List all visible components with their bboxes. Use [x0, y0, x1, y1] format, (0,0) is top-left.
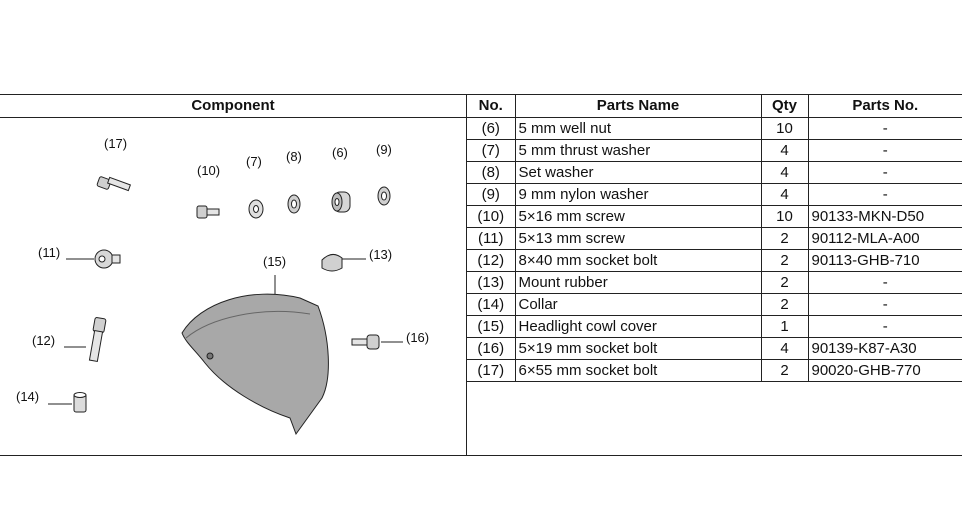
header-parts-name: Parts Name — [514, 95, 762, 118]
row-parts-no: 90133-MKN-D50 — [807, 205, 962, 228]
callout-16: (16) — [406, 330, 430, 345]
callout-13: (13) — [369, 247, 393, 262]
table-header-row: No. Parts Name Qty Parts No. — [467, 95, 962, 118]
row-qty: 4 — [760, 161, 809, 184]
row-parts-name: Headlight cowl cover — [514, 315, 762, 338]
parts-table: No. Parts Name Qty Parts No. (6)5 mm wel… — [467, 95, 962, 454]
callout-12: (12) — [32, 333, 56, 348]
part-15-cowl-cover-drawing — [181, 275, 329, 436]
row-parts-name: 5 mm thrust washer — [514, 139, 762, 162]
part-10-screw-drawing — [196, 205, 220, 219]
row-no: (10) — [467, 205, 516, 228]
header-qty: Qty — [760, 95, 809, 118]
row-qty: 2 — [760, 293, 809, 316]
row-no: (13) — [467, 271, 516, 294]
row-parts-name: Collar — [514, 293, 762, 316]
part-11-screw-drawing — [66, 249, 121, 269]
row-qty: 4 — [760, 183, 809, 206]
row-no: (15) — [467, 315, 516, 338]
row-qty: 1 — [760, 315, 809, 338]
row-qty: 2 — [760, 227, 809, 250]
row-parts-no: 90020-GHB-770 — [807, 359, 962, 382]
part-9-washer-drawing — [377, 186, 391, 206]
parts-diagram — [48, 176, 403, 436]
header-parts-no: Parts No. — [807, 95, 962, 118]
row-parts-no: 90113-GHB-710 — [807, 249, 962, 272]
row-parts-name: 9 mm nylon washer — [514, 183, 762, 206]
row-parts-name: 5 mm well nut — [514, 117, 762, 140]
row-no: (12) — [467, 249, 516, 272]
row-parts-name: 5×16 mm screw — [514, 205, 762, 228]
row-no: (14) — [467, 293, 516, 316]
row-parts-no: - — [807, 315, 962, 338]
row-parts-name: 8×40 mm socket bolt — [514, 249, 762, 272]
row-no: (6) — [467, 117, 516, 140]
row-qty: 2 — [760, 271, 809, 294]
row-parts-no: - — [807, 161, 962, 184]
row-no: (8) — [467, 161, 516, 184]
row-qty: 10 — [760, 205, 809, 228]
row-parts-name: 5×13 mm screw — [514, 227, 762, 250]
row-parts-no: 90112-MLA-A00 — [807, 227, 962, 250]
callout-10: (10) — [197, 163, 221, 178]
table-empty-area — [467, 381, 962, 454]
part-17-bolt-drawing — [96, 176, 132, 192]
row-qty: 4 — [760, 337, 809, 360]
header-no: No. — [467, 95, 516, 118]
part-8-washer-drawing — [287, 194, 301, 214]
row-parts-no: - — [807, 117, 962, 140]
row-qty: 2 — [760, 359, 809, 382]
part-7-washer-drawing — [248, 199, 264, 219]
row-no: (11) — [467, 227, 516, 250]
row-qty: 10 — [760, 117, 809, 140]
callout-15: (15) — [263, 254, 287, 269]
callout-8: (8) — [286, 149, 302, 164]
callout-6: (6) — [332, 145, 348, 160]
row-no: (7) — [467, 139, 516, 162]
callout-9: (9) — [376, 142, 392, 157]
callout-7: (7) — [246, 154, 262, 169]
callout-14: (14) — [16, 389, 40, 404]
row-parts-no: - — [807, 183, 962, 206]
row-parts-name: 5×19 mm socket bolt — [514, 337, 762, 360]
row-qty: 2 — [760, 249, 809, 272]
part-16-socket-bolt-drawing — [351, 334, 403, 350]
component-header: Component — [0, 95, 466, 118]
row-parts-name: Mount rubber — [514, 271, 762, 294]
row-parts-no: - — [807, 139, 962, 162]
callout-11: (11) — [38, 245, 61, 260]
row-qty: 4 — [760, 139, 809, 162]
row-parts-name: Set washer — [514, 161, 762, 184]
row-no: (9) — [467, 183, 516, 206]
callout-17: (17) — [104, 136, 128, 151]
row-no: (17) — [467, 359, 516, 382]
column-divider — [466, 95, 467, 455]
part-6-well-nut-drawing — [331, 191, 351, 213]
part-14-collar-drawing — [48, 392, 87, 413]
parts-sheet: Component — [0, 94, 962, 456]
row-parts-no: - — [807, 271, 962, 294]
row-parts-no: - — [807, 293, 962, 316]
part-13-mount-rubber-drawing — [321, 254, 366, 272]
component-illustration: (17) (10) (7) (8) (6) (9) (11) (15) (13)… — [0, 118, 466, 454]
row-no: (16) — [467, 337, 516, 360]
part-12-socket-bolt-drawing — [64, 317, 107, 363]
row-parts-no: 90139-K87-A30 — [807, 337, 962, 360]
empty-cell — [467, 381, 962, 454]
row-parts-name: 6×55 mm socket bolt — [514, 359, 762, 382]
